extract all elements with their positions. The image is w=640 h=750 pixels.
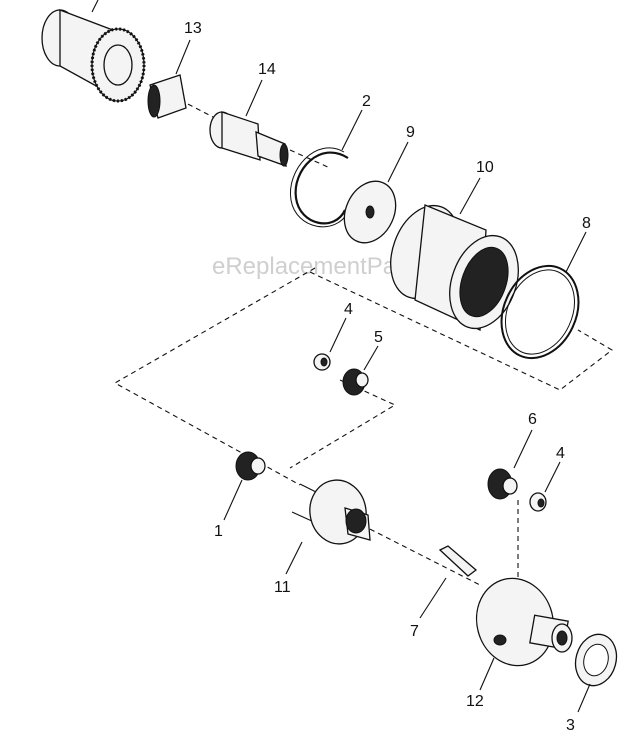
callout-5: 5 [374,329,383,346]
callout-13: 13 [184,20,202,37]
callout-8: 8 [582,215,591,232]
callout-7: 7 [410,623,419,640]
spline-shaft-14 [209,79,289,167]
callout-10: 10 [476,159,494,176]
bearing-sleeve-10 [390,177,519,331]
callout-4-upper: 4 [344,301,353,318]
planet-gear-6 [487,429,533,500]
callout-labels: 13 14 2 9 10 8 4 5 6 4 1 11 7 12 3 [184,20,591,734]
callout-4-lower: 4 [556,445,565,462]
snap-ring-2 [289,109,363,228]
large-gear-part [41,0,146,103]
output-carrier-12 [475,577,573,691]
callout-12: 12 [466,693,484,710]
pin-bearing-4b [529,461,561,512]
washer-3 [574,633,618,713]
needle-bearing-13 [147,39,191,119]
callout-14: 14 [258,61,276,78]
planet-gear-1 [223,451,266,521]
callout-1: 1 [214,523,223,540]
planet-carrier-11 [285,479,371,575]
callout-11: 11 [274,579,291,596]
dowel-pin-7 [419,545,478,619]
callout-3: 3 [566,717,575,734]
o-ring-8 [500,231,587,360]
callout-2: 2 [362,93,371,110]
planet-gear-5 [342,345,379,396]
callout-9: 9 [406,124,415,141]
callout-6: 6 [528,411,537,428]
pin-bearing-4a [313,317,347,371]
thrust-washer-9 [343,141,409,244]
